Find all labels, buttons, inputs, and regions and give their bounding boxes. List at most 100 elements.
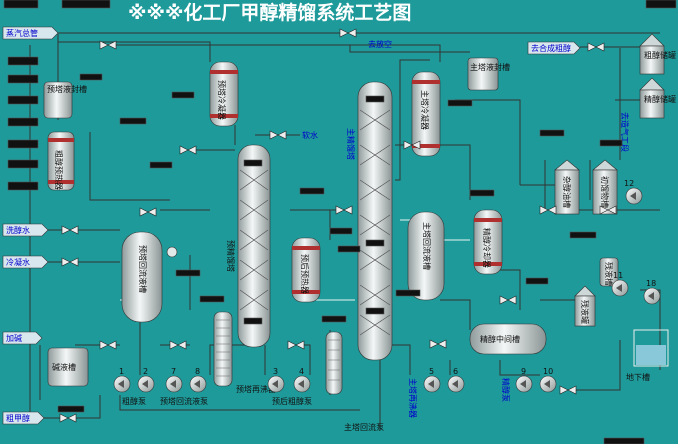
valve[interactable] — [403, 140, 421, 150]
svg-text:去合成粗醇: 去合成粗醇 — [531, 43, 571, 53]
valve[interactable] — [99, 40, 117, 50]
valve[interactable] — [339, 28, 357, 38]
methanol-cooler[interactable]: 精醇冷却器 — [473, 209, 503, 275]
indicator-tag[interactable] — [171, 91, 195, 99]
valve[interactable] — [599, 205, 617, 215]
indicator-tag[interactable] — [175, 269, 201, 277]
tag-left-5[interactable] — [7, 139, 39, 149]
pump-9[interactable]: 9 — [515, 367, 533, 393]
valve[interactable] — [539, 205, 557, 215]
tag-left-6[interactable] — [7, 159, 39, 169]
pre-column[interactable]: 预精馏塔 — [226, 144, 271, 348]
indicator-tag[interactable] — [447, 99, 473, 107]
tag-left-4[interactable] — [7, 117, 39, 127]
valve[interactable] — [335, 205, 353, 215]
methanol-intermediate-tank[interactable]: 精醇中间槽 — [469, 323, 547, 355]
tag-left-1[interactable] — [7, 56, 39, 66]
indicator-tag[interactable] — [57, 405, 85, 413]
pre-condenser[interactable]: 预塔冷凝器 — [209, 61, 239, 127]
valve[interactable] — [61, 257, 79, 267]
valve[interactable] — [499, 295, 517, 305]
crude-storage-tank[interactable]: 粗醇储罐 — [639, 33, 676, 75]
tag-left-2[interactable] — [7, 74, 39, 84]
pump-8[interactable]: 8 — [189, 367, 207, 393]
indicator-tag[interactable] — [599, 139, 623, 147]
tag-left-7[interactable] — [7, 181, 39, 191]
pump-18[interactable]: 18 — [643, 279, 661, 305]
pump-6[interactable]: 6 — [447, 367, 465, 393]
valve[interactable] — [59, 413, 77, 423]
valve[interactable] — [587, 42, 605, 52]
main-seal-tank[interactable]: 主塔液封槽 — [467, 57, 510, 91]
indicator-tag[interactable] — [603, 437, 645, 444]
indicator-tag[interactable] — [149, 161, 173, 169]
pre-seal-tank[interactable]: 预塔液封槽 — [43, 81, 87, 119]
indicator-tag[interactable] — [569, 231, 597, 239]
indicator-tag[interactable] — [395, 289, 421, 297]
input-crude-methanol[interactable]: 粗甲醇 — [2, 411, 45, 425]
valve[interactable] — [559, 385, 577, 395]
crude-preheater[interactable]: 粗醇预热器 — [47, 131, 75, 191]
main-reflux-tank[interactable]: 主塔回流液槽 — [407, 211, 445, 301]
indicator-tag[interactable] — [321, 315, 347, 323]
indicator-tag[interactable] — [79, 73, 103, 81]
pre-reflux-gauge[interactable] — [166, 246, 178, 258]
header-tag-2[interactable] — [61, 0, 111, 9]
valve[interactable] — [139, 207, 157, 217]
pump-4[interactable]: 4 — [293, 367, 311, 393]
main-condenser[interactable]: 主塔冷凝器 — [411, 71, 441, 157]
indicator-tag[interactable] — [119, 117, 147, 125]
svg-text:预塔冷凝器: 预塔冷凝器 — [217, 80, 227, 120]
svg-text:预塔回流液槽: 预塔回流液槽 — [138, 245, 148, 293]
input-wash-water[interactable]: 洗醇水 — [2, 223, 49, 237]
svg-text:1: 1 — [119, 367, 124, 376]
input-steam-main[interactable]: 蒸汽总管 — [2, 26, 59, 40]
svg-text:主塔冷凝器: 主塔冷凝器 — [420, 90, 430, 130]
tag-left-3[interactable] — [7, 95, 39, 105]
pump-12[interactable]: 12 — [624, 179, 643, 205]
indicator-tag[interactable] — [299, 187, 325, 195]
pump-3[interactable]: 3 — [267, 367, 285, 393]
sump-tank[interactable] — [633, 329, 669, 367]
valve[interactable] — [99, 340, 117, 350]
pump-1[interactable]: 1 — [113, 367, 131, 393]
label-main-reboiler: 主塔再沸器 — [408, 378, 418, 418]
valve[interactable] — [179, 145, 197, 155]
valve[interactable] — [287, 340, 305, 350]
waste-receiver[interactable]: 残液罐 — [574, 285, 596, 327]
alkali-tank[interactable]: 碱液槽 — [47, 347, 89, 387]
svg-text:精醇冷却器: 精醇冷却器 — [482, 228, 492, 268]
initial-distillate-tank[interactable]: 初馏物槽 — [592, 159, 618, 215]
valve[interactable] — [169, 340, 187, 350]
valve[interactable] — [269, 130, 287, 140]
indicator-tags — [57, 73, 645, 444]
header-tag-1[interactable] — [3, 0, 39, 9]
label-pre-reflux-pump: 预塔回流液泵 — [160, 396, 208, 406]
main-reboiler[interactable] — [325, 331, 343, 395]
pump-2[interactable]: 2 — [137, 367, 155, 393]
valve[interactable] — [429, 339, 447, 349]
pump-5[interactable]: 5 — [423, 367, 441, 393]
header-tag-3[interactable] — [645, 0, 677, 9]
indicator-tag[interactable] — [329, 227, 353, 235]
label-main-reflux-pump: 主塔回流泵 — [344, 422, 384, 432]
input-cooling-water[interactable]: 冷凝水 — [2, 255, 49, 269]
valve[interactable] — [61, 225, 79, 235]
indicator-tag[interactable] — [199, 295, 225, 303]
pump-7[interactable]: 7 — [165, 367, 183, 393]
pump-11[interactable]: 11 — [611, 271, 629, 297]
waste-liquid-tank[interactable]: 残液槽 — [599, 257, 619, 287]
impurity-oil-tank[interactable]: 杂醇油槽 — [554, 159, 580, 215]
indicator-tag[interactable] — [525, 277, 549, 285]
indicator-tag[interactable] — [337, 245, 361, 253]
main-column[interactable]: 主精馏塔 — [346, 81, 393, 361]
pump-10[interactable]: 10 — [539, 367, 557, 393]
post-preheater[interactable]: 预后预热器 — [291, 237, 321, 303]
outlet-syn-crude[interactable]: 去合成粗醇 — [527, 41, 581, 55]
pre-reflux-tank[interactable]: 预塔回流液槽 — [121, 231, 163, 323]
input-alkali[interactable]: 加碱 — [2, 331, 43, 345]
indicator-tag[interactable] — [539, 129, 565, 137]
pre-reboiler[interactable]: 预塔再沸器 — [213, 311, 276, 394]
fine-storage-tank[interactable]: 精醇储罐 — [639, 77, 676, 119]
indicator-tag[interactable] — [469, 189, 495, 197]
